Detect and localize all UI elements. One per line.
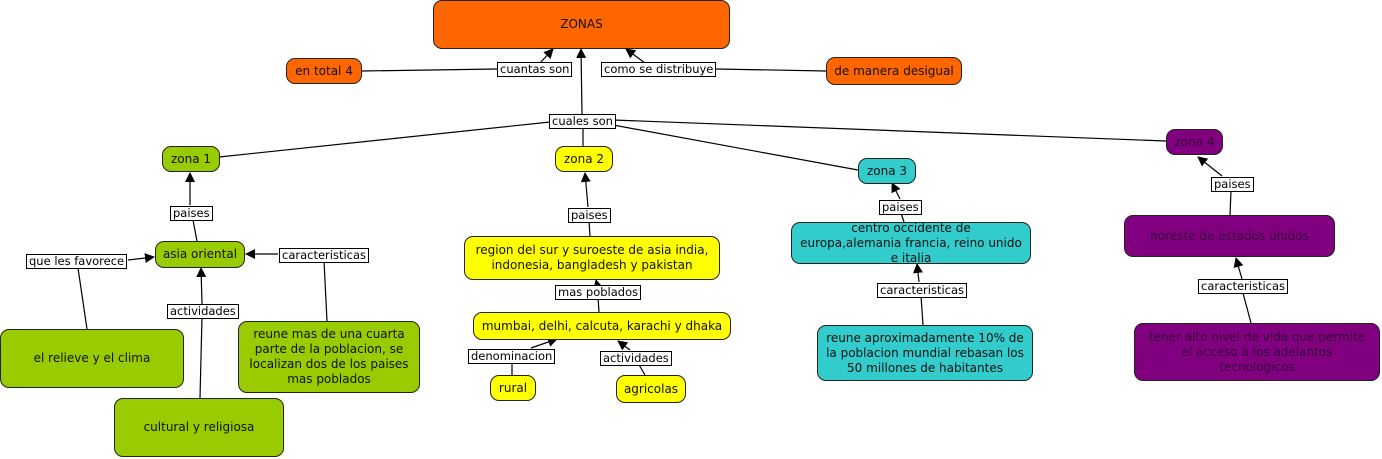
link-label-mas-poblados[interactable]: mas poblados xyxy=(555,285,642,300)
connector-paises-zona4 xyxy=(1197,156,1223,177)
connector-favorece-asia xyxy=(127,253,155,263)
connector-paises-zona2 xyxy=(580,172,591,208)
connector-cuales-zona4 xyxy=(612,119,1167,142)
connector-total-cuantas xyxy=(361,68,498,72)
connector-cultural-actividades xyxy=(199,316,203,399)
concept-zona-1[interactable]: zona 1 xyxy=(162,146,220,172)
link-label-zona1-actividades[interactable]: actividades xyxy=(167,304,239,319)
connector-mas-poblados-region xyxy=(593,279,604,290)
connector-paises-zona3 xyxy=(891,182,901,200)
connector-actividades-asia xyxy=(196,267,207,305)
link-label-zona4-paises[interactable]: paises xyxy=(1211,177,1254,192)
connector-cuales-zona3 xyxy=(612,124,859,171)
connector-reune3-caract xyxy=(920,295,924,326)
link-label-zona3-caracteristicas[interactable]: caracteristicas xyxy=(877,283,968,298)
link-label-zona1-paises[interactable]: paises xyxy=(170,206,213,221)
concept-rural[interactable]: rural xyxy=(490,375,536,401)
concept-ciudades-pobladas[interactable]: mumbai, delhi, calcuta, karachi y dhaka xyxy=(473,312,731,340)
connector-como-zonas xyxy=(625,48,646,64)
link-label-cuantas-son[interactable]: cuantas son xyxy=(497,62,573,77)
connector-region-paises xyxy=(588,220,591,237)
link-label-zona2-paises[interactable]: paises xyxy=(568,208,611,223)
concept-zona-3[interactable]: zona 3 xyxy=(858,158,916,184)
concept-reune-10-porciento[interactable]: reune aproximadamente 10% de la poblacio… xyxy=(817,325,1033,381)
link-label-zona1-caracteristicas[interactable]: caracteristicas xyxy=(279,248,370,263)
concept-agricolas[interactable]: agricolas xyxy=(616,375,686,403)
connector-cuantas-zonas xyxy=(539,48,554,64)
connector-alto-caract xyxy=(1242,292,1252,324)
connector-noreste-paises xyxy=(1229,190,1232,216)
concept-cultural-religiosa[interactable]: cultural y religiosa xyxy=(114,398,284,457)
concept-region-sur-asia[interactable]: region del sur y suroeste de asia india,… xyxy=(464,236,720,280)
connector-relieve-favorece xyxy=(77,267,88,330)
link-label-zona2-actividades[interactable]: actividades xyxy=(600,351,672,366)
connector-desigual-como xyxy=(715,68,827,72)
concept-zona-2[interactable]: zona 2 xyxy=(555,146,613,172)
link-label-denominacion[interactable]: denominacion xyxy=(468,349,556,364)
concept-relieve-clima[interactable]: el relieve y el clima xyxy=(0,329,184,388)
concept-alto-nivel-vida[interactable]: tener alto nivel de vida que permite el … xyxy=(1134,323,1380,381)
concept-reune-cuarta-parte[interactable]: reune mas de una cuarta parte de la pobl… xyxy=(238,321,420,393)
connector-cuales-zona1 xyxy=(218,121,551,158)
link-label-que-les-favorece[interactable]: que les favorece xyxy=(26,254,128,269)
connector-actividades-ciudades xyxy=(617,340,631,351)
connector-cuales-zonas xyxy=(576,48,587,115)
connector-denominacion-ciudades xyxy=(530,337,558,349)
link-label-zona4-caracteristicas[interactable]: caracteristicas xyxy=(1198,279,1289,294)
connector-caract-europa xyxy=(913,263,923,283)
concept-de-manera-desigual[interactable]: de manera desigual xyxy=(826,57,962,85)
connector-reune1-caract xyxy=(323,260,328,322)
concept-noreste-estados-unidos[interactable]: noreste de estados unidos xyxy=(1124,215,1335,257)
link-label-cuales-son[interactable]: cuales son xyxy=(549,114,616,129)
connector-asia-paises xyxy=(192,219,198,242)
concept-en-total-4[interactable]: en total 4 xyxy=(286,58,362,84)
concept-zona-4[interactable]: zona 4 xyxy=(1166,129,1223,155)
concept-zonas[interactable]: ZONAS xyxy=(433,0,730,49)
connector-caract-noreste xyxy=(1233,257,1244,280)
link-label-como-se-distribuye[interactable]: como se distribuye xyxy=(601,62,717,77)
link-label-zona3-paises[interactable]: paises xyxy=(879,200,922,215)
concept-centro-occidente-europa[interactable]: centro occidente de europa,alemania fran… xyxy=(791,221,1031,265)
concept-asia-oriental[interactable]: asia oriental xyxy=(155,241,245,268)
